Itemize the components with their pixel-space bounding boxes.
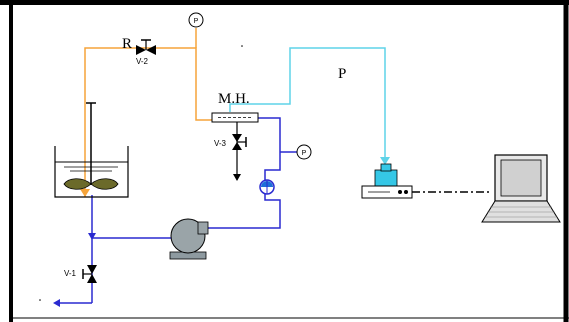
restrictor-label: R [122,36,132,52]
gauge-label-top: P [194,18,199,25]
balance-icon [361,163,413,199]
pressure-label: P [338,66,346,82]
valve-3-label: V-3 [214,139,227,148]
gauge-icon: P [296,144,312,160]
gauge-icon: P [188,12,204,28]
pump-icon [169,218,209,260]
valve-2-label: V-2 [136,57,149,66]
signal-arrow [380,157,390,165]
flow-element-icon [259,179,275,195]
impeller-icon [63,178,119,190]
speck [241,45,243,47]
valve-icon [82,265,97,283]
signal-line [229,47,386,165]
mixing-head-label: M.H. [218,91,250,107]
speck [39,299,41,301]
valve-icon [232,122,247,181]
feed-arrow [80,189,90,197]
outlet-arrow-left [53,299,60,307]
mixing-head [211,112,259,123]
laptop-icon [481,154,561,223]
feed-line [84,28,216,197]
sample-line [60,117,297,304]
valve-icon [136,39,156,55]
gauge-label-right: P [302,150,307,157]
sample-arrow-down [88,233,96,240]
valve-1-label: V-1 [64,269,77,278]
stirred-vessel [54,102,129,198]
